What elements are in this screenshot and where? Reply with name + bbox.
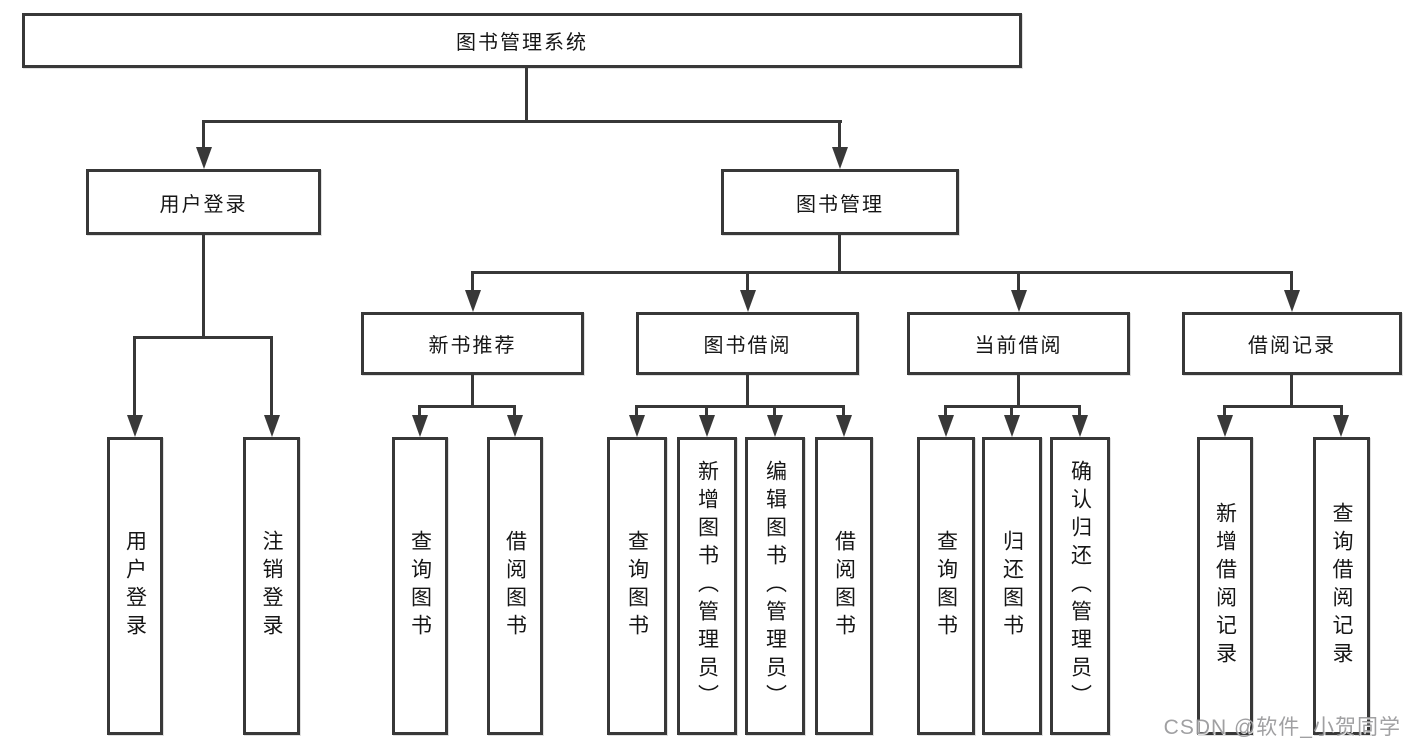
connector <box>1340 405 1343 417</box>
connector-arrow <box>740 290 756 312</box>
node-label: 借阅图书 <box>832 530 856 642</box>
node-label: 查询图书 <box>625 530 649 642</box>
leaf-query-books-3: 查询图书 <box>917 437 975 735</box>
connector <box>838 235 841 274</box>
node-label: 新增图书（管理员） <box>695 460 719 712</box>
leaf-borrow-books-2: 借阅图书 <box>815 437 873 735</box>
node-label: 借阅图书 <box>503 530 527 642</box>
connector-arrow <box>196 147 212 169</box>
connector <box>1078 405 1081 417</box>
leaf-borrow-books: 借阅图书 <box>487 437 543 735</box>
leaf-query-borrow-record: 查询借阅记录 <box>1313 437 1370 735</box>
leaf-return-books: 归还图书 <box>982 437 1042 735</box>
connector-arrow <box>767 415 783 437</box>
leaf-query-books: 查询图书 <box>392 437 448 735</box>
connector <box>944 405 947 417</box>
connector <box>418 405 421 417</box>
connector <box>1017 271 1020 292</box>
connector <box>513 405 516 417</box>
connector-arrow <box>127 415 143 437</box>
connector <box>525 68 528 123</box>
connector-arrow <box>832 147 848 169</box>
connector-arrow <box>629 415 645 437</box>
node-user-login: 用户登录 <box>86 169 321 235</box>
connector <box>202 235 205 339</box>
node-borrow-record: 借阅记录 <box>1182 312 1402 375</box>
node-current-borrow: 当前借阅 <box>907 312 1130 375</box>
node-label: 编辑图书（管理员） <box>763 460 787 712</box>
connector <box>705 405 708 417</box>
leaf-query-books-2: 查询图书 <box>607 437 667 735</box>
node-book-borrow: 图书借阅 <box>636 312 859 375</box>
connector-arrow <box>699 415 715 437</box>
node-label: 用户登录 <box>159 193 248 216</box>
node-label: 归还图书 <box>1000 530 1024 642</box>
leaf-add-borrow-record: 新增借阅记录 <box>1197 437 1253 735</box>
connector <box>202 120 205 149</box>
connector-arrow <box>1333 415 1349 437</box>
connector <box>635 405 845 408</box>
leaf-user-login: 用户登录 <box>107 437 163 735</box>
leaf-edit-books-admin: 编辑图书（管理员） <box>745 437 805 735</box>
node-label: 图书管理 <box>796 193 884 216</box>
connector <box>471 271 474 292</box>
node-label: 注销登录 <box>260 530 283 642</box>
connector-arrow <box>1011 290 1027 312</box>
node-label: 确认归还（管理员） <box>1068 460 1092 712</box>
node-label: 图书管理系统 <box>456 32 588 54</box>
node-book-mgmt: 图书管理 <box>721 169 959 235</box>
connector <box>1290 375 1293 408</box>
node-new-book: 新书推荐 <box>361 312 584 375</box>
node-root: 图书管理系统 <box>22 13 1022 68</box>
node-label: 用户登录 <box>123 530 147 642</box>
connector <box>1223 405 1226 417</box>
node-label: 查询图书 <box>934 530 958 642</box>
connector-arrow <box>1072 415 1088 437</box>
connector <box>746 375 749 408</box>
watermark: CSDN @软件_小贺同学 <box>1163 716 1401 739</box>
connector <box>746 271 749 292</box>
connector-arrow <box>465 290 481 312</box>
connector <box>842 405 845 417</box>
connector <box>133 336 136 417</box>
connector <box>635 405 638 417</box>
node-label: 新增借阅记录 <box>1213 502 1237 670</box>
connector <box>418 405 516 408</box>
connector <box>1010 405 1013 417</box>
connector-arrow <box>938 415 954 437</box>
connector-arrow <box>1004 415 1020 437</box>
node-label: 图书借阅 <box>703 335 792 357</box>
connector <box>838 120 841 149</box>
node-label: 查询图书 <box>408 530 432 642</box>
connector <box>270 336 273 417</box>
connector <box>1017 375 1020 408</box>
connector <box>471 375 474 408</box>
connector-arrow <box>507 415 523 437</box>
node-label: 借阅记录 <box>1248 335 1336 357</box>
connector-arrow <box>264 415 280 437</box>
connector <box>202 120 842 123</box>
connector <box>1223 405 1343 408</box>
node-label: 查询借阅记录 <box>1330 502 1353 670</box>
leaf-add-books-admin: 新增图书（管理员） <box>677 437 737 735</box>
connector <box>471 271 1293 274</box>
connector <box>773 405 776 417</box>
connector-arrow <box>1284 290 1300 312</box>
connector-arrow <box>836 415 852 437</box>
node-label: 当前借阅 <box>974 335 1063 357</box>
leaf-confirm-return-admin: 确认归还（管理员） <box>1050 437 1110 735</box>
connector <box>1290 271 1293 292</box>
leaf-logout: 注销登录 <box>243 437 300 735</box>
connector-arrow <box>412 415 428 437</box>
node-label: 新书推荐 <box>428 335 517 357</box>
connector-arrow <box>1217 415 1233 437</box>
connector <box>133 336 273 339</box>
